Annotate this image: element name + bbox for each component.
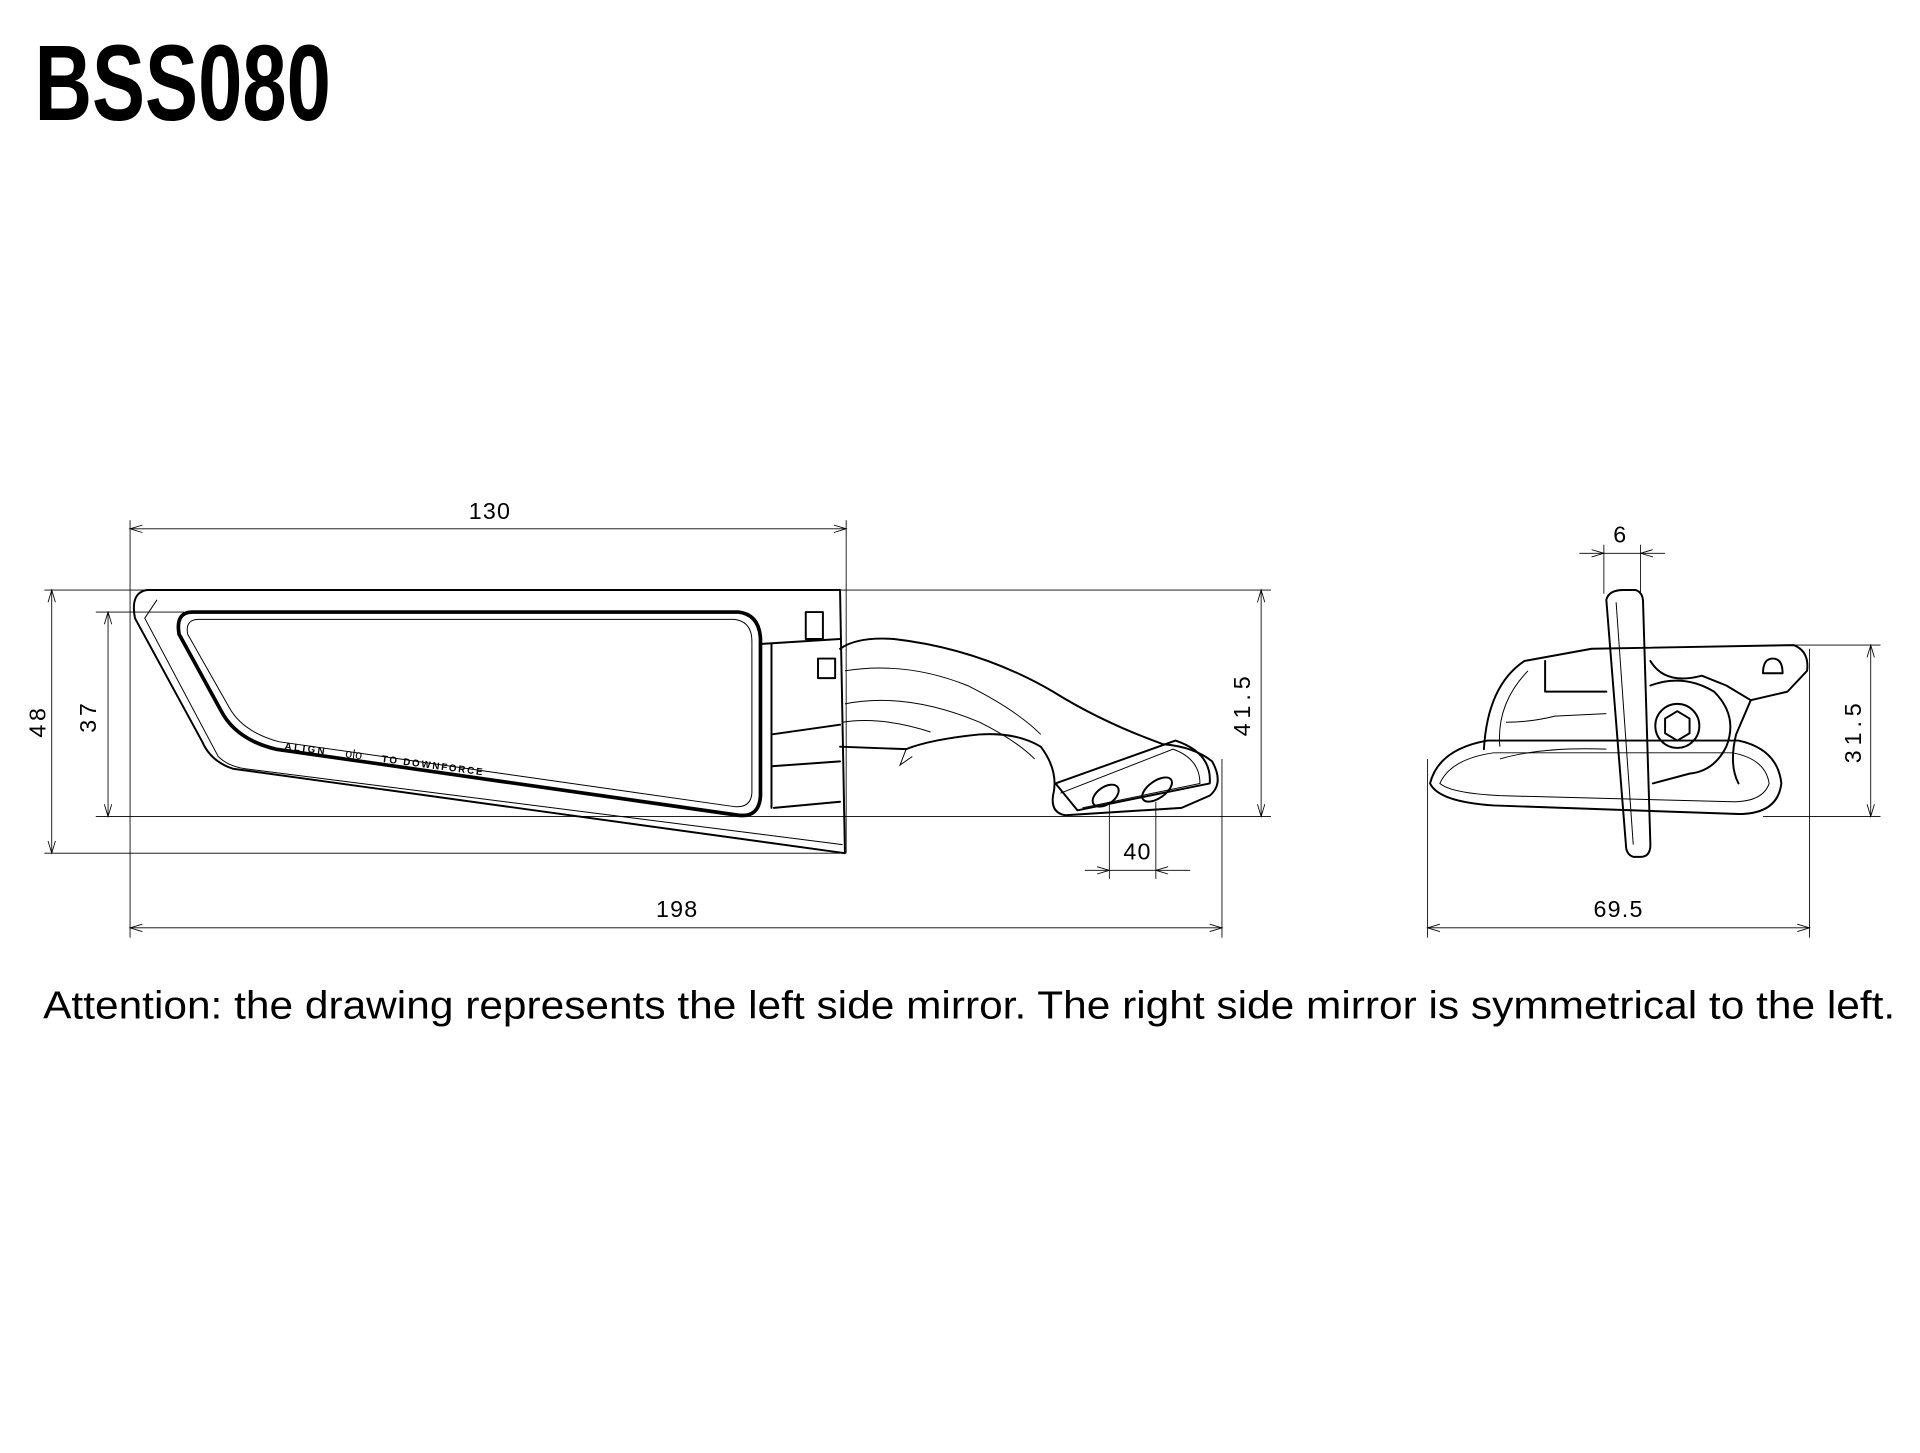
product-code-title: BSS080 [35, 22, 331, 143]
mount-base [1429, 739, 1783, 816]
mirror-plate [1605, 589, 1652, 858]
dim-37: 37 [75, 699, 101, 732]
mirror-arm [839, 637, 1219, 817]
glass-marking-downforce: TO DOWNFORCE [381, 754, 485, 778]
glass-marking-align: ALIGN [284, 741, 328, 757]
bolt-icon [1654, 702, 1701, 749]
mirror-side-view: ALIGN o|o TO DOWNFORCE 130 48 37 41.5 [25, 498, 1271, 938]
mirror-glass [176, 610, 763, 818]
dim-130: 130 [469, 498, 511, 524]
glass-marking-symbol: o|o [345, 746, 364, 762]
dim-31-5: 31.5 [1840, 698, 1866, 763]
mirror-housing [132, 589, 846, 855]
dim-69-5: 69.5 [1593, 896, 1643, 922]
dim-6: 6 [1613, 521, 1626, 547]
mount-bracket [1482, 644, 1809, 785]
dim-41-5: 41.5 [1229, 671, 1255, 736]
dim-48: 48 [25, 704, 51, 737]
mirror-front-view: 6 31.5 69.5 [1426, 521, 1881, 938]
attention-note: Attention: the drawing represents the le… [43, 984, 1895, 1027]
dim-40: 40 [1123, 838, 1151, 864]
dim-198: 198 [656, 896, 698, 922]
